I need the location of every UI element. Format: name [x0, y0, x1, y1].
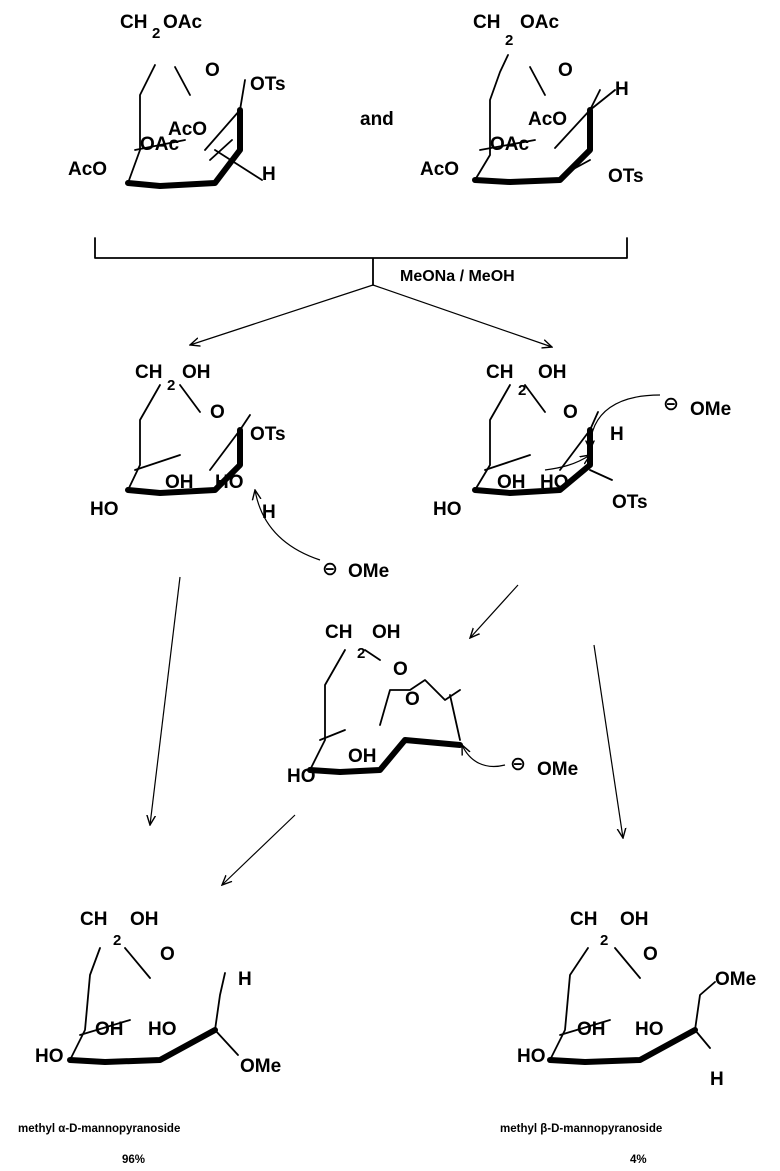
ome-label: OMe	[240, 1056, 281, 1077]
oh-label: OH	[348, 746, 377, 767]
pathway-arrow-to-epoxide	[470, 584, 519, 638]
subscript-2: 2	[113, 932, 121, 949]
oh-label: OH	[497, 472, 526, 493]
subscript-2: 2	[152, 25, 160, 42]
ome-label: OMe	[537, 759, 578, 780]
epoxide-oxygen: O	[405, 689, 420, 710]
subscript-2: 2	[357, 645, 365, 662]
oh-label: OH	[577, 1019, 606, 1040]
methoxide-minus: ⊖	[322, 559, 338, 580]
h-label: H	[615, 79, 629, 100]
subscript-2: 2	[167, 377, 175, 394]
ring-oxygen: O	[643, 944, 658, 965]
product-alpha: CH 2 OH O H OH HO HO OMe	[35, 909, 281, 1077]
ring-oxygen: O	[210, 402, 225, 423]
ots-label: OTs	[250, 74, 286, 95]
oh-label: OH	[130, 909, 159, 930]
methoxide-minus: ⊖	[663, 394, 679, 415]
ch2-label: CH	[120, 12, 147, 33]
ho-label: HO	[517, 1046, 546, 1067]
aco-label: AcO	[420, 159, 459, 180]
ring-oxygen: O	[563, 402, 578, 423]
oh-label: OH	[95, 1019, 124, 1040]
and-label: and	[360, 109, 394, 130]
oac-label: OAc	[163, 12, 203, 33]
ho-label: HO	[215, 472, 244, 493]
h-label: H	[262, 164, 276, 185]
subscript-2: 2	[505, 32, 513, 49]
reagent-label: MeONa / MeOH	[400, 268, 515, 285]
ho-label: HO	[287, 766, 316, 787]
ots-label: OTs	[608, 166, 644, 187]
methoxide-minus: ⊖	[510, 754, 526, 775]
pathway-arrow-right	[593, 644, 623, 838]
reactant-beta-tosylate: CH 2 OAc O H AcO OAc AcO OTs	[420, 12, 644, 187]
ch2-label: CH	[486, 362, 513, 383]
subscript-2: 2	[518, 382, 526, 399]
oh-label: OH	[538, 362, 567, 383]
ring-oxygen: O	[160, 944, 175, 965]
ho-label: HO	[635, 1019, 664, 1040]
subscript-2: 2	[600, 932, 608, 949]
h-label: H	[262, 502, 276, 523]
intermediate-alpha-tosylate: CH 2 OH O OTs OH HO HO H ⊖ OMe	[90, 362, 389, 582]
reactant-alpha-tosylate: CH 2 OAc O OTs AcO OAc AcO H	[68, 12, 286, 189]
aco-label: AcO	[68, 159, 107, 180]
ome-label: OMe	[690, 399, 731, 420]
product-beta-yield: 4%	[630, 1154, 647, 1166]
aco-label: AcO	[528, 109, 567, 130]
ch2-label: CH	[570, 909, 597, 930]
oh-label: OH	[372, 622, 401, 643]
pathway-arrow-left	[150, 576, 181, 825]
oh-label: OH	[182, 362, 211, 383]
oac-label: OAc	[140, 134, 180, 155]
pathway-arrow-epoxide-down	[222, 814, 296, 885]
reaction-bracket	[94, 237, 628, 286]
product-alpha-name: methyl α-D-mannopyranoside	[18, 1123, 180, 1135]
ch2-label: CH	[473, 12, 500, 33]
ring-oxygen: O	[205, 60, 220, 81]
ots-label: OTs	[612, 492, 648, 513]
product-alpha-yield: 96%	[122, 1154, 145, 1166]
ch2-label: CH	[135, 362, 162, 383]
ome-label: OMe	[715, 969, 756, 990]
oh-label: OH	[165, 472, 194, 493]
h-label: H	[710, 1069, 724, 1090]
product-beta-name: methyl β-D-mannopyranoside	[500, 1123, 662, 1135]
aco-label: AcO	[168, 119, 207, 140]
ch2-label: CH	[325, 622, 352, 643]
intermediate-beta-tosylate: CH 2 OH O H ⊖ OMe OH HO HO OTs	[433, 362, 731, 520]
oac-label: OAc	[520, 12, 560, 33]
split-arrow-right	[372, 284, 552, 347]
split-arrow-left	[190, 284, 374, 345]
h-label: H	[238, 969, 252, 990]
ch2-label: CH	[80, 909, 107, 930]
ho-label: HO	[148, 1019, 177, 1040]
ring-oxygen: O	[558, 60, 573, 81]
oac-label: OAc	[490, 134, 530, 155]
ho-label: HO	[540, 472, 569, 493]
product-beta: CH 2 OH O OMe OH HO HO H	[517, 909, 756, 1090]
intermediate-epoxide: CH 2 OH O O OH HO ⊖ OMe	[287, 622, 578, 787]
ome-label: OMe	[348, 561, 389, 582]
ho-label: HO	[433, 499, 462, 520]
ots-label: OTs	[250, 424, 286, 445]
ho-label: HO	[35, 1046, 64, 1067]
oh-label: OH	[620, 909, 649, 930]
h-label: H	[610, 424, 624, 445]
ring-oxygen: O	[393, 659, 408, 680]
ho-label: HO	[90, 499, 119, 520]
